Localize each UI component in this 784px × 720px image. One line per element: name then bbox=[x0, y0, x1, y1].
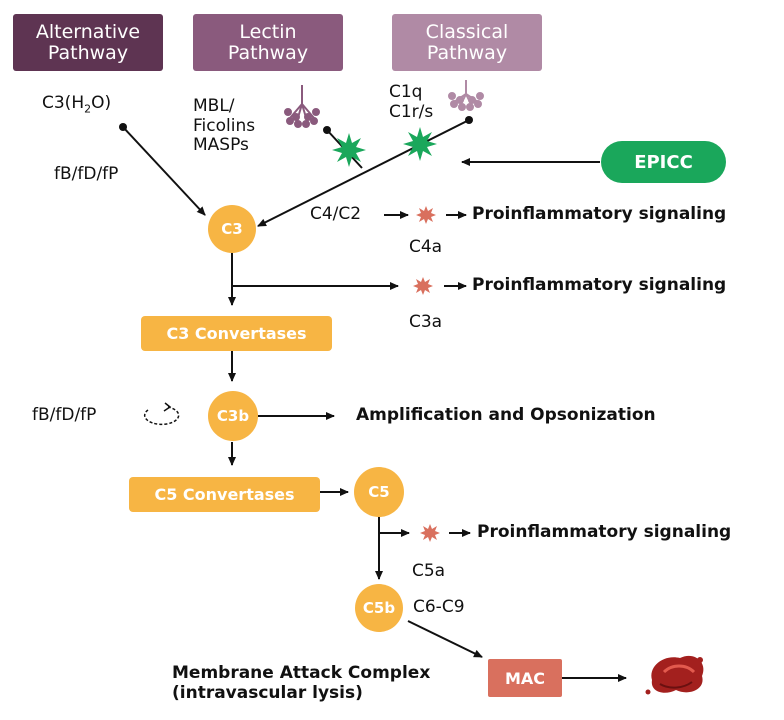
classical-pathway-line1: Classical bbox=[425, 20, 509, 43]
alternative-arrow bbox=[122, 126, 206, 216]
proinflammatory-c4a-label: Proinflammatory signaling bbox=[472, 204, 727, 224]
classical-factors-label: C1q C1r/s bbox=[389, 82, 434, 122]
c3a-label: C3a bbox=[409, 312, 443, 332]
classical-inhibition-star-icon bbox=[403, 127, 437, 161]
c4a-burst-icon bbox=[416, 206, 436, 224]
amplification-loop-icon bbox=[143, 402, 180, 426]
lectin-pathway-line2: Pathway bbox=[227, 41, 309, 64]
epicc-node: EPICC bbox=[601, 141, 726, 183]
classical-arrow bbox=[257, 119, 470, 227]
c5a-burst-icon bbox=[420, 524, 440, 542]
classical-pathway-header: Classical Pathway bbox=[392, 14, 542, 71]
c5-convertases-node: C5 Convertases bbox=[129, 477, 320, 512]
c4c2-label: C4/C2 bbox=[310, 204, 362, 224]
c5-node: C5 bbox=[354, 467, 404, 517]
proinflammatory-c3a-label: Proinflammatory signaling bbox=[472, 275, 727, 295]
c3-node: C3 bbox=[208, 205, 256, 253]
loop-factors-label: fB/fD/fP bbox=[32, 405, 97, 425]
lectin-molecule-icon bbox=[284, 85, 320, 128]
c6c9-label: C6-C9 bbox=[413, 597, 465, 617]
mac-caption: Membrane Attack Complex (intravascular l… bbox=[172, 663, 431, 703]
c5a-label: C5a bbox=[412, 561, 446, 581]
alternative-factors-label: fB/fD/fP bbox=[54, 164, 119, 184]
c3h2o-label: C3(H2O) bbox=[42, 93, 112, 116]
lectin-factors-label: MBL/ Ficolins MASPs bbox=[193, 96, 256, 156]
alternative-pathway-line2: Pathway bbox=[47, 41, 129, 64]
classical-pathway-line2: Pathway bbox=[426, 41, 508, 64]
lysed-red-cell-icon bbox=[645, 655, 704, 695]
mac-node: MAC bbox=[488, 659, 562, 697]
alternative-pathway-line1: Alternative bbox=[35, 20, 141, 43]
c3-convertases-node: C3 Convertases bbox=[141, 316, 332, 351]
amplification-label: Amplification and Opsonization bbox=[356, 405, 656, 425]
c3b-node: C3b bbox=[208, 391, 258, 441]
alternative-pathway-header: Alternative Pathway bbox=[13, 14, 163, 71]
c4a-label: C4a bbox=[409, 237, 443, 257]
proinflammatory-c5a-label: Proinflammatory signaling bbox=[477, 522, 732, 542]
c5b-node: C5b bbox=[355, 584, 403, 632]
c3a-burst-icon bbox=[413, 277, 433, 295]
lectin-pathway-header: Lectin Pathway bbox=[193, 14, 343, 71]
lectin-inhibition-star-icon bbox=[332, 133, 366, 167]
classical-molecule-icon bbox=[448, 80, 484, 111]
lectin-pathway-line1: Lectin bbox=[239, 20, 297, 43]
